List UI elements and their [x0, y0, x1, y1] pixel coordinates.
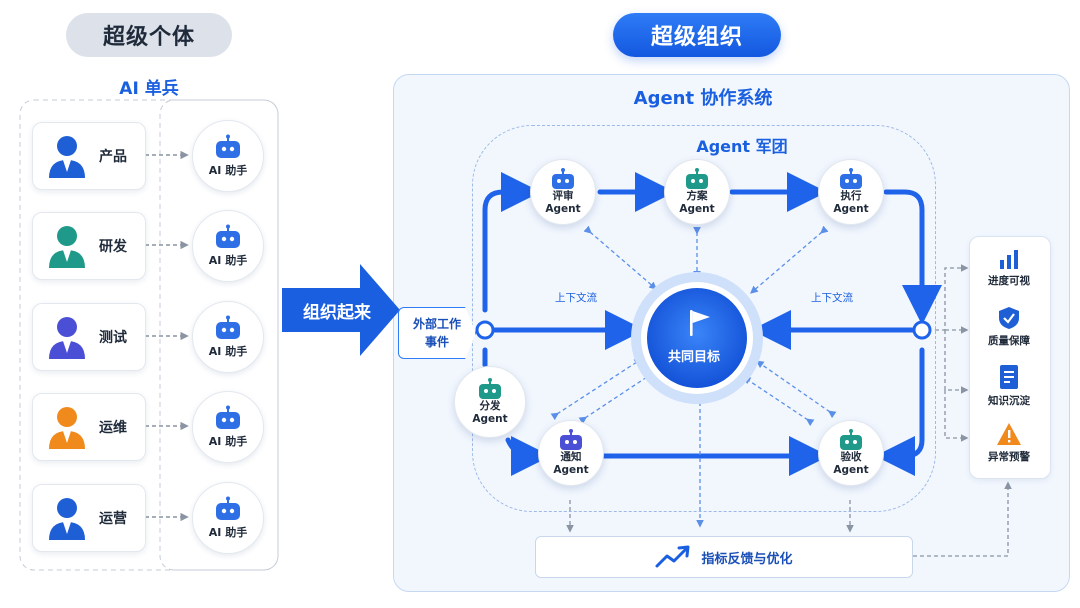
notify-agent-node: 通知 Agent	[538, 420, 604, 486]
role-label: 研发	[99, 239, 127, 255]
output-progress: 进度可视	[969, 248, 1049, 288]
organize-label: 组织起来	[303, 303, 371, 323]
assistant-label: AI 助手	[208, 526, 248, 539]
node-type: Agent	[679, 203, 715, 215]
output-label: 进度可视	[988, 275, 1030, 287]
external-event-line1: 外部工作	[412, 317, 461, 331]
output-label: 知识沉淀	[988, 395, 1030, 407]
robot-icon	[840, 429, 862, 450]
robot-icon	[216, 134, 240, 158]
node-name: 执行	[840, 190, 862, 202]
context-flow-label-right: 上下文流	[811, 292, 853, 304]
ai-assistant-5: AI 助手	[192, 482, 264, 554]
external-event-box: 外部工作 事件	[398, 307, 476, 359]
feedback-links	[566, 264, 1012, 557]
assistant-label: AI 助手	[208, 435, 248, 448]
document-icon	[1000, 365, 1018, 389]
node-name: 验收	[840, 451, 862, 463]
node-name: 通知	[560, 451, 582, 463]
assistant-label: AI 助手	[208, 254, 248, 267]
context-spokes	[550, 225, 837, 528]
right-junction	[912, 320, 932, 340]
output-label: 异常预警	[988, 451, 1030, 463]
left-group-box	[19, 99, 279, 571]
ai-assistant-4: AI 助手	[192, 391, 264, 463]
robot-icon	[560, 429, 582, 450]
dispatch-agent-node: 分发 Agent	[454, 366, 526, 438]
node-type: Agent	[545, 203, 581, 215]
node-type: Agent	[833, 464, 869, 476]
robot-icon	[216, 405, 240, 429]
node-name: 分发	[479, 400, 501, 412]
goal-core	[647, 288, 747, 388]
output-knowledge: 知识沉淀	[969, 364, 1049, 408]
person-icon	[49, 498, 85, 540]
robot-icon	[479, 378, 501, 399]
output-quality: 质量保障	[969, 306, 1049, 348]
node-type: Agent	[472, 413, 508, 425]
ai-assistant-1: AI 助手	[192, 120, 264, 192]
assistant-label: AI 助手	[208, 345, 248, 358]
robot-icon	[552, 168, 574, 189]
accept-agent-node: 验收 Agent	[818, 420, 884, 486]
node-name: 评审	[552, 190, 574, 202]
node-name: 方案	[686, 190, 708, 202]
role-card-product: 产品	[32, 122, 146, 190]
ai-assistant-3: AI 助手	[192, 301, 264, 373]
warning-icon	[997, 423, 1021, 445]
person-icon	[49, 226, 85, 268]
trend-up-icon	[655, 545, 690, 568]
organize-arrow	[282, 264, 400, 356]
role-label: 产品	[99, 149, 127, 165]
node-type: Agent	[833, 203, 869, 215]
person-icon	[49, 136, 85, 178]
agent-system-title: Agent 协作系统	[633, 88, 773, 109]
output-label: 质量保障	[988, 335, 1030, 347]
super-individual-pill: 超级个体	[66, 13, 232, 57]
robot-icon	[216, 496, 240, 520]
super-organization-pill: 超级组织	[613, 13, 781, 57]
bar-chart-icon	[1000, 250, 1018, 269]
plan-agent-node: 方案 Agent	[664, 159, 730, 225]
external-event-line2: 事件	[424, 335, 449, 349]
common-goal-label: 共同目标	[667, 350, 720, 365]
left-junction	[475, 320, 495, 340]
role-card-test: 测试	[32, 303, 146, 371]
person-icon	[49, 407, 85, 449]
robot-icon	[686, 168, 708, 189]
robot-icon	[840, 168, 862, 189]
assistant-group-box	[159, 99, 279, 571]
feedback-bar: 指标反馈与优化	[535, 536, 913, 578]
role-ai-links	[132, 150, 189, 522]
assistant-label: AI 助手	[208, 164, 248, 177]
role-card-dev: 研发	[32, 212, 146, 280]
role-label: 运营	[99, 511, 127, 527]
exec-agent-node: 执行 Agent	[818, 159, 884, 225]
feedback-label: 指标反馈与优化	[701, 551, 793, 567]
role-card-operation: 运营	[32, 484, 146, 552]
role-card-ops: 运维	[32, 393, 146, 461]
agent-legion-title: Agent 军团	[696, 137, 788, 156]
main-flow	[482, 172, 942, 476]
context-flow-label-left: 上下文流	[555, 292, 597, 304]
review-agent-node: 评审 Agent	[530, 159, 596, 225]
role-label: 测试	[99, 330, 127, 346]
flag-icon	[690, 310, 710, 336]
shield-check-icon	[999, 307, 1019, 329]
person-icon	[49, 317, 85, 359]
ai-assistant-2: AI 助手	[192, 210, 264, 282]
role-label: 运维	[99, 420, 127, 436]
robot-icon	[216, 224, 240, 248]
node-type: Agent	[553, 464, 589, 476]
robot-icon	[216, 315, 240, 339]
output-alert: 异常预警	[969, 422, 1049, 464]
ai-solo-title: AI 单兵	[119, 79, 179, 99]
